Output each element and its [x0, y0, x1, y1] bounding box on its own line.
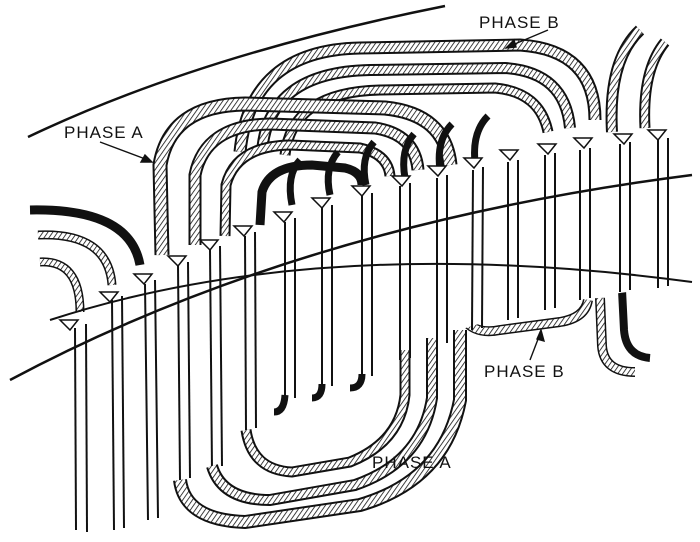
left-edge-coils — [29, 205, 145, 313]
stator-outer-arc — [27, 4, 446, 139]
phase-a-upper-coils — [152, 96, 458, 256]
conductor-slots — [74, 138, 669, 533]
phase-a-lower-label: PHASE A — [372, 453, 452, 472]
phase-b-upper-label: PHASE B — [479, 13, 560, 32]
slot-wedges — [58, 129, 668, 332]
phase-a-lower-coils — [173, 330, 467, 530]
lower-coil-tips — [273, 373, 366, 416]
right-edge-coils — [605, 25, 670, 133]
phase-b-lower-label: PHASE B — [484, 362, 565, 381]
armature-core — [18, 175, 692, 528]
leader-arrows — [99, 29, 549, 361]
phase-a-upper-label: PHASE A — [64, 123, 144, 142]
core-top-edge — [9, 173, 693, 382]
inner-hooks — [286, 113, 491, 206]
